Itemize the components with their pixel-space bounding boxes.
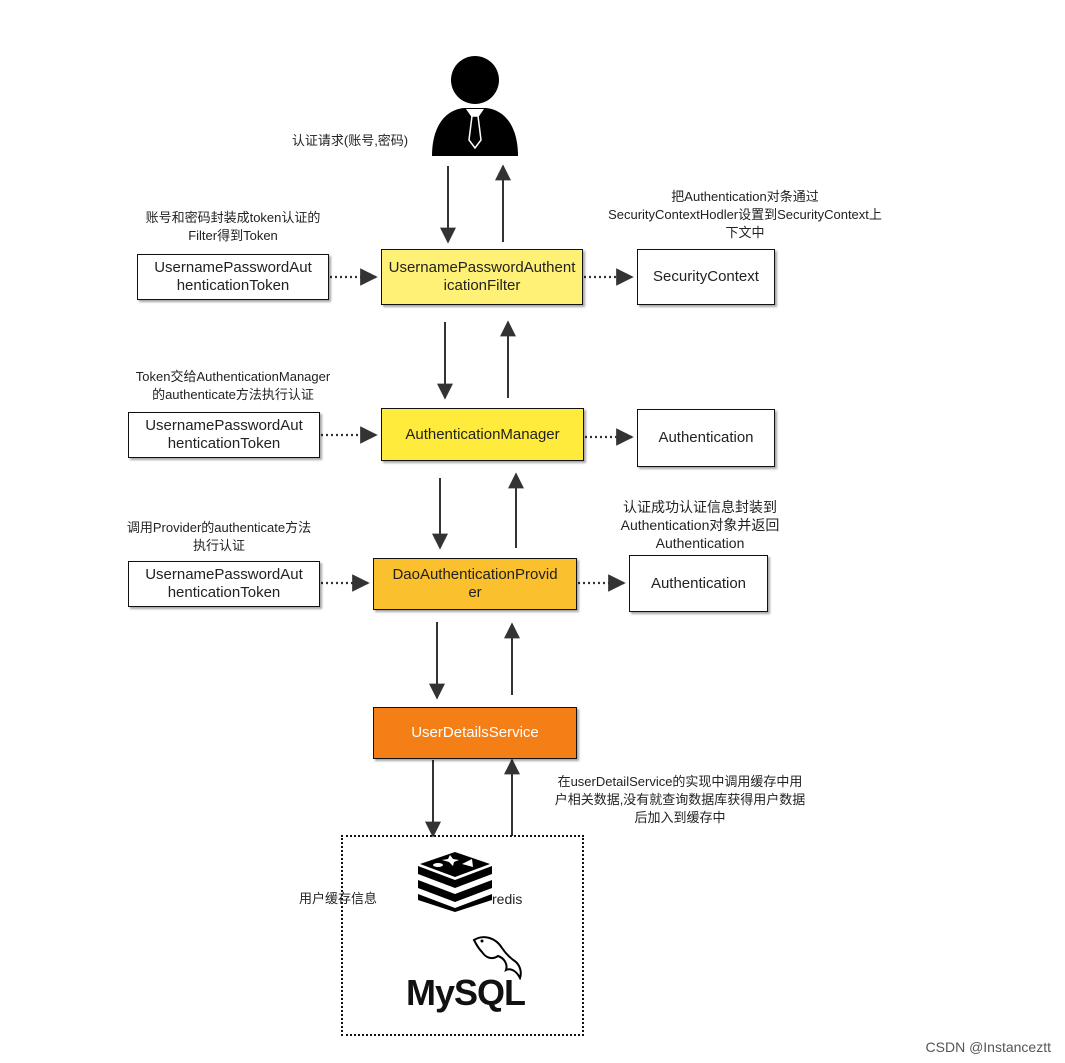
user-details-service-box: UserDetailsService (373, 707, 577, 759)
authentication-box-1: Authentication (637, 409, 775, 467)
row1-note: 账号和密码封装成token认证的 Filter得到Token (145, 210, 321, 243)
actor-label: 认证请求(账号,密码) (291, 133, 409, 148)
watermark: CSDN @Instanceztt (925, 1039, 1051, 1055)
dao-provider-box: DaoAuthenticationProvid er (373, 558, 577, 610)
authentication-manager-box: AuthenticationManager (381, 408, 584, 461)
storage-frame (341, 835, 584, 1036)
redis-label: redis (492, 891, 523, 907)
row1-result-note: 把Authentication对条通过 SecurityContextHodle… (608, 189, 882, 240)
token-box-3: UsernamePasswordAut henticationToken (128, 561, 320, 607)
redis-logo-icon (416, 850, 494, 912)
mysql-logo: MySQL (406, 972, 526, 1013)
authentication-box-2: Authentication (629, 555, 768, 612)
token-box-1: UsernamePasswordAut henticationToken (137, 254, 329, 300)
cache-note: 在userDetailService的实现中调用缓存中用 户相关数据,没有就查询… (554, 774, 806, 825)
filter-box: UsernamePasswordAuthent icationFilter (381, 249, 583, 305)
security-context-box: SecurityContext (637, 249, 775, 305)
row3-result-note: 认证成功认证信息封装到 Authentication对象并返回 Authenti… (620, 499, 780, 551)
user-icon (430, 56, 520, 158)
token-box-2: UsernamePasswordAut henticationToken (128, 412, 320, 458)
cache-label: 用户缓存信息 (299, 891, 378, 906)
mysql-dolphin-icon (470, 934, 524, 981)
row3-note: 调用Provider的authenticate方法 执行认证 (126, 520, 312, 553)
row2-note: Token交给AuthenticationManager 的authentica… (135, 369, 331, 402)
